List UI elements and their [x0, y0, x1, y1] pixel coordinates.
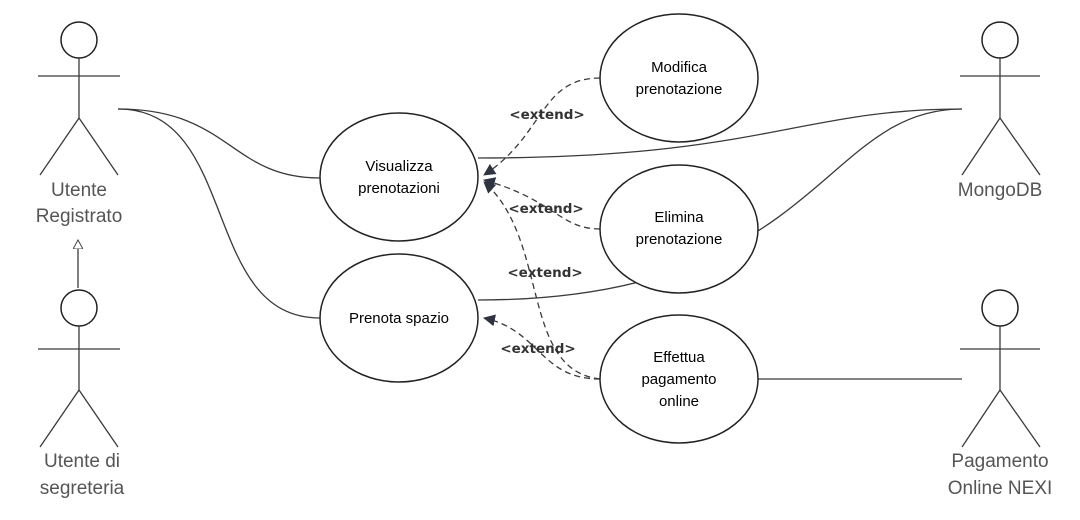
- actor-pagamento-nexi: [960, 289, 1041, 448]
- actor-label-mongodb: MongoDB: [958, 180, 1043, 201]
- extend-label-elimina: <extend>: [508, 201, 583, 217]
- usecase-prenota-spazio[interactable]: [319, 253, 479, 383]
- extend-label-modifica: <extend>: [509, 107, 584, 123]
- usecase-visualizza-prenotazioni[interactable]: [319, 112, 479, 242]
- usecase-label-pagamento-1: Effettua: [653, 349, 705, 366]
- actor-label-utente-registrato-2: Registrato: [36, 206, 123, 227]
- usecase-label-prenota: Prenota spazio: [349, 310, 449, 327]
- usecase-label-visualizza-2: prenotazioni: [358, 180, 440, 197]
- extend-elimina-visualizza: [483, 177, 601, 230]
- usecase-modifica-prenotazione[interactable]: [599, 13, 759, 143]
- extend-modifica-visualizza: [483, 77, 601, 176]
- association-utente-prenota: [117, 108, 321, 319]
- actor-label-utente-segreteria-2: segreteria: [40, 478, 125, 499]
- usecase-label-elimina-2: prenotazione: [636, 231, 723, 248]
- usecase-label-pagamento-3: online: [659, 393, 699, 410]
- usecase-label-visualizza-1: Visualizza: [365, 158, 433, 175]
- extend-label-pagamento-prenota: <extend>: [500, 341, 575, 357]
- usecase-label-pagamento-2: pagamento: [641, 371, 716, 388]
- extend-label-pagamento-visualizza: <extend>: [507, 265, 582, 281]
- actor-mongodb: [960, 21, 1041, 176]
- actor-label-nexi-2: Online NEXI: [948, 478, 1053, 499]
- association-visualizza-mongodb: [477, 108, 963, 159]
- actor-utente-registrato: [38, 21, 120, 176]
- usecase-label-modifica-2: prenotazione: [636, 81, 723, 98]
- actor-label-utente-segreteria-1: Utente di: [44, 451, 120, 472]
- actor-label-utente-registrato-1: Utente: [51, 180, 107, 201]
- association-utente-visualizza: [117, 108, 321, 179]
- usecase-label-modifica-1: Modifica: [651, 59, 708, 76]
- usecase-effettua-pagamento[interactable]: [599, 314, 759, 444]
- actor-label-nexi-1: Pagamento: [951, 451, 1048, 472]
- usecase-label-elimina-1: Elimina: [654, 209, 704, 226]
- association-prenota-mongodb: [477, 108, 963, 301]
- usecase-elimina-prenotazione[interactable]: [599, 164, 759, 294]
- actor-utente-segreteria: [38, 289, 120, 448]
